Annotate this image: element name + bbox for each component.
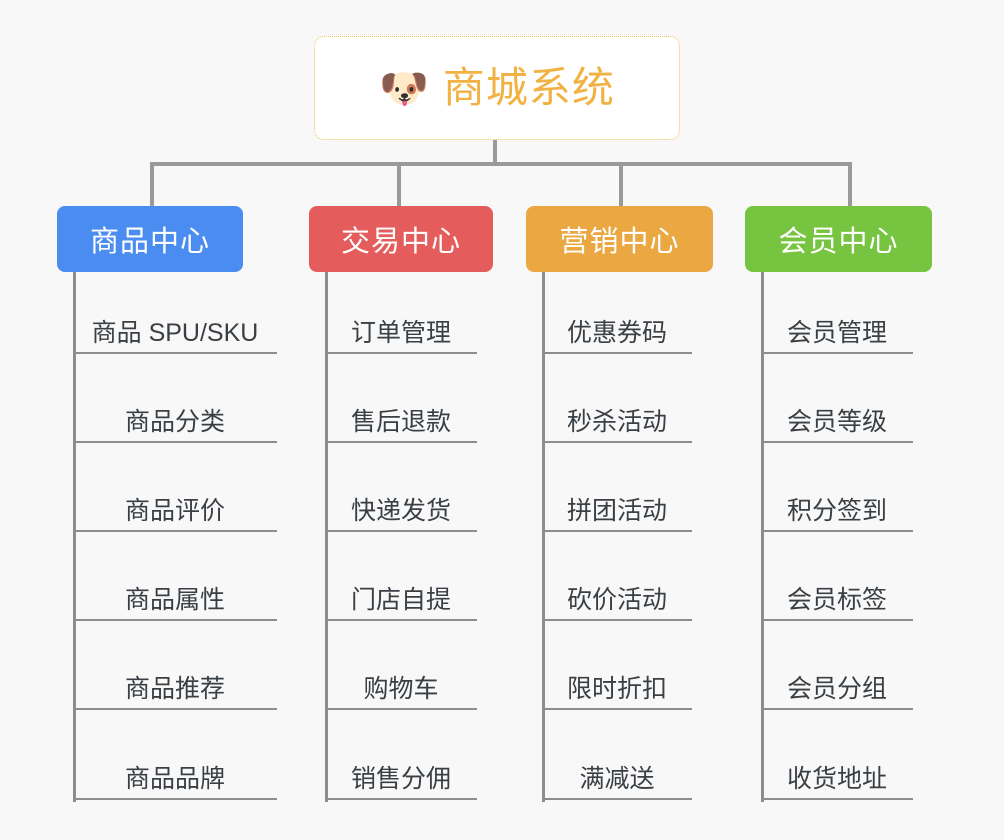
leaf-item[interactable]: 售后退款 <box>325 354 477 443</box>
branch-drop-1 <box>397 162 401 206</box>
leaf-item[interactable]: 收货地址 <box>761 710 913 800</box>
leaf-item[interactable]: 会员分组 <box>761 621 913 710</box>
leaf-item-label: 售后退款 <box>350 407 451 436</box>
leaf-item-label: 收货地址 <box>786 764 887 793</box>
leaf-item-label: 会员管理 <box>786 318 887 347</box>
branch-header-label: 交易中心 <box>340 226 461 258</box>
leaf-item-label: 满减送 <box>579 764 655 793</box>
branch-drop-0 <box>150 162 154 206</box>
leaf-item-label: 优惠券码 <box>566 318 667 347</box>
leaf-item[interactable]: 满减送 <box>542 710 692 800</box>
branch-stem-trade-center <box>325 272 328 802</box>
branch-header-marketing-center[interactable]: 营销中心 <box>526 206 713 272</box>
leaf-item-label: 商品推荐 <box>124 674 225 703</box>
leaf-item-label: 订单管理 <box>350 318 451 347</box>
leaf-item[interactable]: 会员管理 <box>761 272 913 354</box>
leaf-item-label: 积分签到 <box>786 496 887 525</box>
leaf-item-label: 会员等级 <box>786 407 887 436</box>
leaf-item[interactable]: 购物车 <box>325 621 477 710</box>
branch-header-label: 商品中心 <box>89 226 210 258</box>
branch-stem-product-center <box>73 272 76 802</box>
root-title: 商城系统 <box>442 64 615 111</box>
branch-header-label: 会员中心 <box>778 226 899 258</box>
branch-drop-2 <box>619 162 623 206</box>
leaf-item-label: 会员分组 <box>786 674 887 703</box>
leaf-item-label: 门店自提 <box>350 585 451 614</box>
leaf-item[interactable]: 限时折扣 <box>542 621 692 710</box>
leaf-item[interactable]: 拼团活动 <box>542 443 692 532</box>
branch-header-label: 营销中心 <box>559 226 680 258</box>
horizontal-bar <box>150 162 852 166</box>
leaf-item[interactable]: 门店自提 <box>325 532 477 621</box>
leaf-item[interactable]: 积分签到 <box>761 443 913 532</box>
branch-header-trade-center[interactable]: 交易中心 <box>309 206 493 272</box>
leaf-item-label: 会员标签 <box>786 585 887 614</box>
leaf-item-label: 商品 SPU/SKU <box>91 318 259 347</box>
leaf-item[interactable]: 商品 SPU/SKU <box>73 272 277 354</box>
branch-drop-3 <box>848 162 852 206</box>
leaf-item-label: 商品分类 <box>124 407 225 436</box>
root-node[interactable]: 🐶 商城系统 <box>314 36 680 140</box>
leaf-item-label: 商品属性 <box>124 585 225 614</box>
dog-face-icon: 🐶 <box>379 67 429 111</box>
leaf-item[interactable]: 商品评价 <box>73 443 277 532</box>
leaf-item[interactable]: 订单管理 <box>325 272 477 354</box>
root-stem <box>493 140 497 166</box>
leaf-item[interactable]: 商品推荐 <box>73 621 277 710</box>
leaf-item[interactable]: 秒杀活动 <box>542 354 692 443</box>
branch-stem-member-center <box>761 272 764 802</box>
branch-header-member-center[interactable]: 会员中心 <box>745 206 932 272</box>
leaf-item[interactable]: 会员标签 <box>761 532 913 621</box>
leaf-item[interactable]: 快递发货 <box>325 443 477 532</box>
leaf-item-label: 购物车 <box>363 674 439 703</box>
leaf-item-label: 秒杀活动 <box>566 407 667 436</box>
leaf-item-label: 拼团活动 <box>566 496 667 525</box>
leaf-item[interactable]: 商品分类 <box>73 354 277 443</box>
leaf-item[interactable]: 优惠券码 <box>542 272 692 354</box>
branch-header-product-center[interactable]: 商品中心 <box>57 206 243 272</box>
leaf-item-label: 商品品牌 <box>124 764 225 793</box>
leaf-item-label: 砍价活动 <box>566 585 667 614</box>
leaf-item-label: 限时折扣 <box>566 674 667 703</box>
leaf-item[interactable]: 砍价活动 <box>542 532 692 621</box>
leaf-item[interactable]: 销售分佣 <box>325 710 477 800</box>
leaf-item-label: 快递发货 <box>350 496 451 525</box>
leaf-item[interactable]: 商品品牌 <box>73 710 277 800</box>
branch-stem-marketing-center <box>542 272 545 802</box>
leaf-item-label: 商品评价 <box>124 496 225 525</box>
leaf-item[interactable]: 会员等级 <box>761 354 913 443</box>
leaf-item[interactable]: 商品属性 <box>73 532 277 621</box>
leaf-item-label: 销售分佣 <box>350 764 451 793</box>
